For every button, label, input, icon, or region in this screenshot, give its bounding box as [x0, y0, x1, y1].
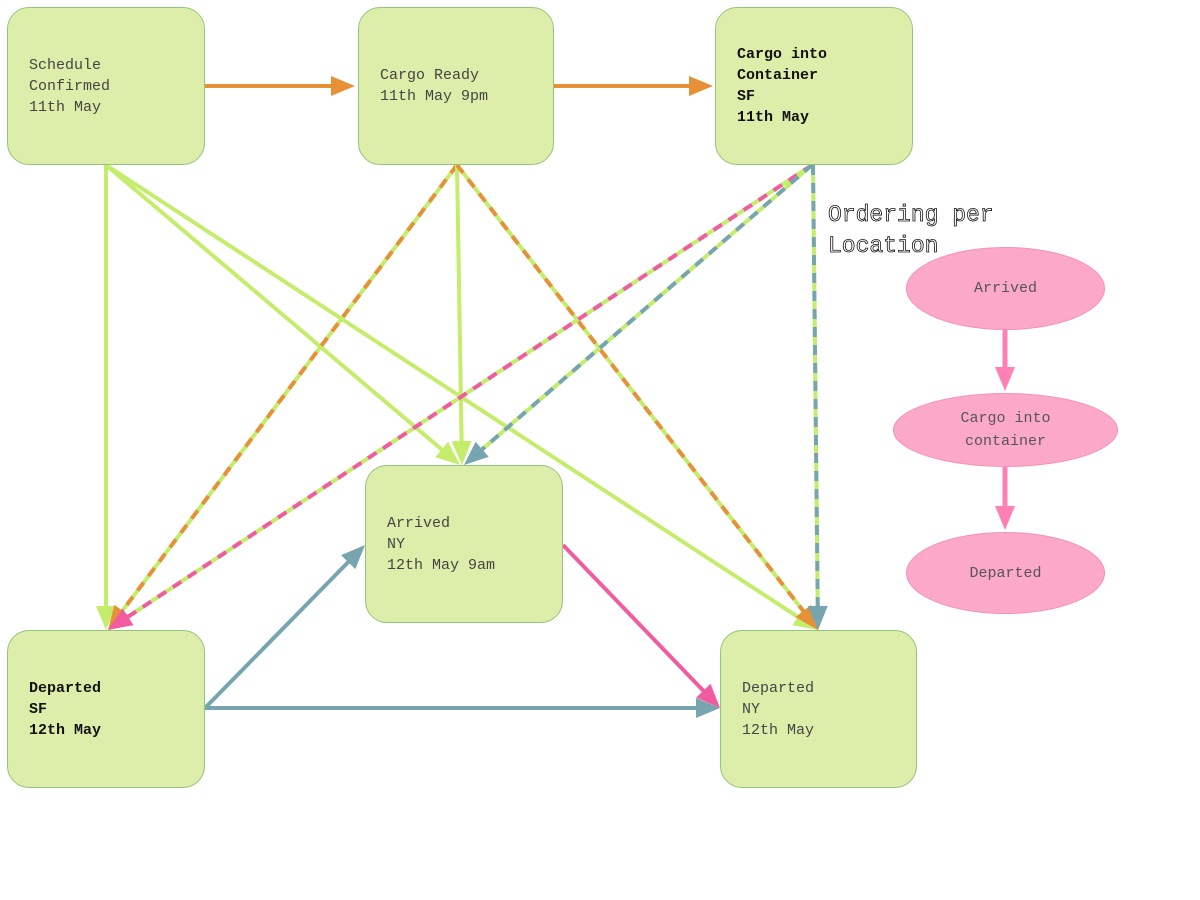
arrowhead-icon [435, 441, 460, 465]
legend-step-departed: Departed [906, 532, 1105, 614]
legend-arrow-2 [995, 467, 1015, 530]
node-departed-sf[interactable]: Departed SF 12th May [7, 630, 205, 788]
arrowhead-icon [689, 76, 713, 96]
edge-cargo-container-to-departed-ny[interactable] [807, 164, 828, 630]
edge-arrived-ny-to-departed-ny[interactable] [561, 543, 720, 708]
legend-arrow-1 [995, 330, 1015, 391]
edge-line-dash [477, 163, 814, 454]
arrowhead-icon [807, 605, 828, 630]
edge-line [561, 543, 708, 695]
node-label: Departed NY 12th May [742, 679, 815, 739]
edge-line [455, 164, 464, 446]
arrowhead-icon [331, 76, 355, 96]
node-cargo-into-container-sf[interactable]: Cargo into Container SF 11th May [715, 7, 913, 165]
edge-line-dash [123, 163, 814, 621]
arrowhead-icon [696, 683, 720, 708]
edge-line [104, 163, 447, 454]
arrowhead-icon [96, 606, 116, 630]
node-cargo-ready[interactable]: Cargo Ready 11th May 9pm [358, 7, 554, 165]
edge-cargo-container-to-arrived-ny[interactable] [464, 163, 814, 465]
arrowhead-icon [995, 367, 1015, 391]
node-label: Schedule Confirmed 11th May [29, 56, 111, 116]
node-label: Departed SF 12th May [29, 679, 102, 739]
arrowhead-icon [451, 440, 472, 465]
arrowhead-icon [464, 441, 489, 465]
node-arrived-ny[interactable]: Arrived NY 12th May 9am [365, 465, 563, 623]
edge-line [203, 557, 353, 710]
edge-cargo-ready-to-cargo-container[interactable] [554, 76, 713, 96]
arrowhead-icon [108, 608, 134, 630]
arrowhead-icon [341, 545, 365, 570]
edge-cargo-ready-to-arrived-ny[interactable] [451, 164, 472, 465]
edge-departed-sf-to-arrived-ny[interactable] [203, 545, 365, 710]
edge-cargo-container-to-departed-sf[interactable] [108, 163, 814, 630]
edge-line-dash [811, 164, 820, 611]
node-label: Cargo into Container SF 11th May [737, 46, 828, 126]
legend-edges [995, 330, 1015, 530]
edges-layer [96, 76, 828, 718]
arrowhead-icon [995, 506, 1015, 530]
node-departed-ny[interactable]: Departed NY 12th May [720, 630, 917, 788]
edge-schedule-to-cargo-ready[interactable] [205, 76, 355, 96]
edge-line-dash [455, 163, 808, 616]
legend-step-arrived: Arrived [906, 247, 1105, 330]
legend-title: Ordering per Location [828, 202, 994, 260]
edge-line [104, 163, 803, 621]
edge-departed-sf-to-departed-ny[interactable] [205, 698, 720, 718]
node-schedule-confirmed[interactable]: Schedule Confirmed 11th May [7, 7, 205, 165]
edge-schedule-to-departed-sf[interactable] [96, 165, 116, 630]
node-label: Arrived NY 12th May 9am [387, 514, 496, 574]
edge-schedule-to-arrived-ny[interactable] [104, 163, 460, 465]
arrowhead-icon [696, 698, 720, 718]
node-label: Cargo Ready 11th May 9pm [380, 67, 489, 105]
legend-step-cargo-into-container: Cargo into container [893, 393, 1118, 467]
edge-line-dash [118, 163, 459, 616]
